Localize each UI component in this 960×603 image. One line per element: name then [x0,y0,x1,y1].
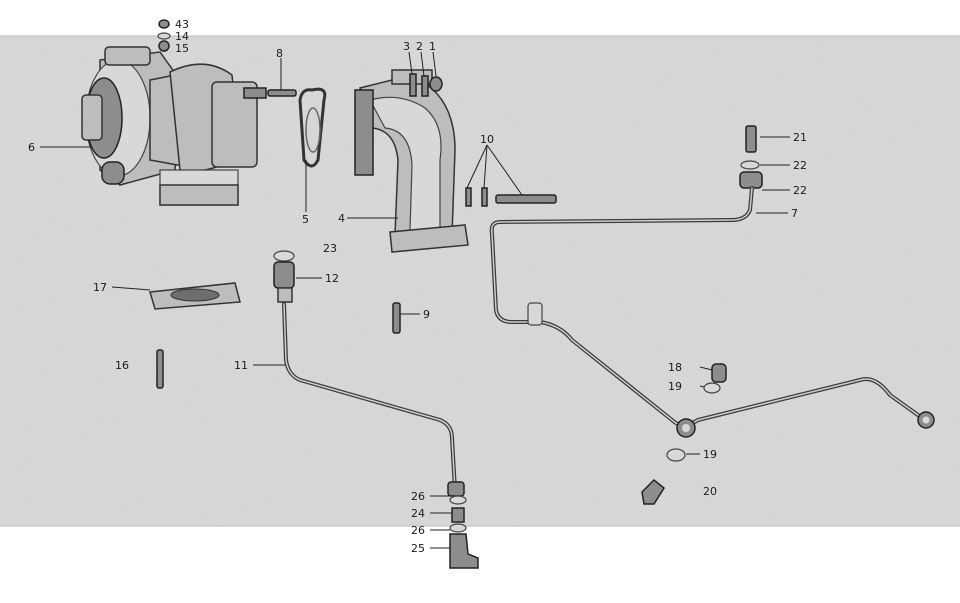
callout-7: 7 [791,207,798,220]
callout-10: 10 [480,133,494,146]
callout-9: 9 [423,308,430,321]
gasket-5-part [298,87,327,168]
callout-22-upper: 22 [793,159,807,172]
callout-12: 12 [325,272,339,285]
washer-19-upper-part [703,382,721,394]
washer-14-part [157,32,171,40]
washer-26-upper-part [449,495,467,505]
callout-6: 6 [28,141,35,154]
callout-4: 4 [338,212,345,225]
turbocharger-part [81,46,267,206]
bolt-3-part [409,73,417,97]
callout-14: 14 [175,30,189,43]
callout-15: 15 [175,42,189,55]
washer-15-part [158,40,170,52]
callout-labels: 43 14 15 8 3 2 1 6 5 4 10 21 22 22 7 23 … [28,18,807,555]
callout-43: 43 [175,18,189,31]
callout-26-upper: 26 [411,490,425,503]
callout-8: 8 [276,47,283,60]
adapter-24-part [451,507,465,523]
callout-2: 2 [416,40,423,53]
bolt-20-part [641,478,665,505]
callout-26-lower: 26 [411,524,425,537]
callout-19-lower: 19 [703,448,717,461]
callout-16: 16 [115,359,129,372]
union-23-part [273,250,295,262]
stud-8-part [267,89,297,97]
oil-return-pipe-7-part [489,186,935,438]
fitting-12-part [273,261,295,303]
flange-17-part [149,282,241,310]
callout-3: 3 [403,40,410,53]
oil-feed-pipe-11-part [282,302,465,497]
washer-22-part [739,160,763,189]
callout-18: 18 [668,361,682,374]
leader-lines [40,51,790,549]
elbow-25-part [449,533,479,569]
stud-9-part [392,302,401,334]
callout-25: 25 [411,542,425,555]
bolt-1-part [429,76,443,92]
exhaust-elbow-4-part [354,69,469,253]
callout-17: 17 [93,281,107,294]
stud-16-part [156,349,164,389]
callout-20: 20 [703,485,717,498]
callout-24: 24 [411,507,425,520]
callout-1: 1 [429,40,436,53]
callout-19-upper: 19 [668,380,682,393]
bolt-18-part [711,363,727,383]
callout-21: 21 [793,131,807,144]
washer-26-lower-part [449,523,467,533]
callout-5: 5 [302,213,309,226]
nut-43-part [158,19,170,29]
banjo-bolt-21-part [745,125,757,153]
callout-23: 23 [323,242,337,255]
bolt-2-part [421,75,429,97]
callout-22-lower: 22 [793,184,807,197]
callout-11: 11 [234,359,248,372]
washer-19-lower-part [666,448,686,462]
